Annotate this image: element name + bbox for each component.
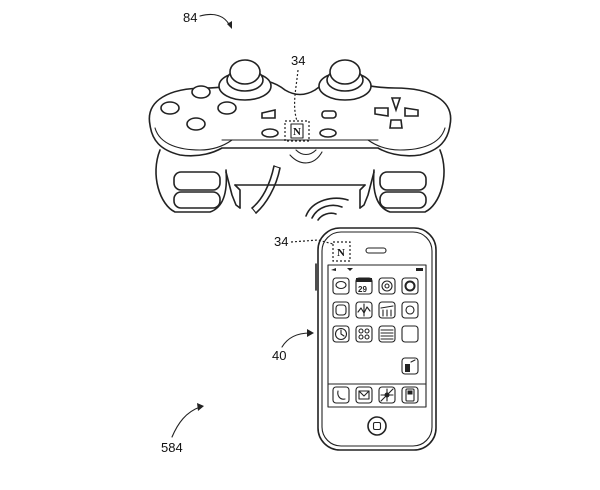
dpad-down (389, 119, 403, 129)
camera-icon (401, 277, 419, 295)
face-button (186, 117, 206, 131)
phone-icon (332, 386, 350, 404)
label-34-controller: 34 (291, 53, 305, 68)
face-button (191, 85, 211, 99)
nfc-tag-controller-outline (284, 120, 310, 142)
maps-icon (378, 301, 396, 319)
arrow-84 (199, 13, 231, 27)
arrowhead-84-icon (227, 21, 232, 29)
notes-icon (378, 325, 396, 343)
wifi-icon (347, 268, 353, 271)
face-button (160, 101, 180, 115)
signal-icon (331, 268, 336, 271)
settings-gear-icon (378, 277, 396, 295)
dpad-up (390, 97, 402, 113)
dpad-left (374, 107, 389, 117)
start-button (321, 110, 337, 119)
stocks-chart-icon (355, 301, 373, 319)
arrow-40 (281, 332, 311, 348)
nfc-tag-phone-glyph: N (337, 247, 345, 259)
music-icon (401, 325, 419, 343)
small-button (261, 128, 279, 138)
ipod-icon (401, 386, 419, 404)
arrowhead-40-icon (307, 329, 314, 337)
face-button (217, 101, 237, 115)
arrowhead-584-icon (197, 403, 204, 411)
phone-screen (327, 264, 427, 408)
game-app-icon (401, 357, 419, 375)
mobile-phone: N 29 (315, 227, 437, 451)
label-584: 584 (161, 440, 183, 455)
battery-icon (416, 268, 423, 271)
phone-outer-body (317, 227, 437, 451)
calendar-day: 29 (358, 285, 367, 294)
right-grip-ridge (379, 171, 427, 191)
nfc-tag-phone-outline (332, 241, 351, 262)
chat-icon (332, 277, 350, 295)
label-40: 40 (272, 348, 286, 363)
label-84: 84 (183, 10, 197, 25)
tv-icon (332, 301, 350, 319)
select-button (261, 108, 276, 119)
wireless-wave (289, 151, 323, 164)
left-grip-ridge (173, 171, 221, 191)
dots-app-icon (355, 325, 373, 343)
clock-icon (332, 325, 350, 343)
small-button (319, 128, 337, 138)
label-34-phone: 34 (274, 234, 288, 249)
game-controller: N (148, 59, 452, 214)
left-joystick (229, 59, 261, 85)
leader-34-controller (293, 69, 299, 122)
nfc-tag-controller-glyph: N (293, 126, 301, 138)
dpad-right (404, 107, 419, 117)
mail-icon (355, 386, 373, 404)
wireless-signal-icon (305, 197, 349, 221)
home-button (367, 416, 387, 436)
leader-34-phone (290, 239, 334, 245)
arrow-584 (171, 406, 201, 438)
wireless-wave (295, 149, 317, 156)
earpiece (365, 247, 387, 254)
left-grip-ridge (173, 191, 221, 209)
right-joystick (329, 59, 361, 85)
browser-icon (378, 386, 396, 404)
right-grip-ridge (379, 191, 427, 209)
circle-app-icon (401, 301, 419, 319)
